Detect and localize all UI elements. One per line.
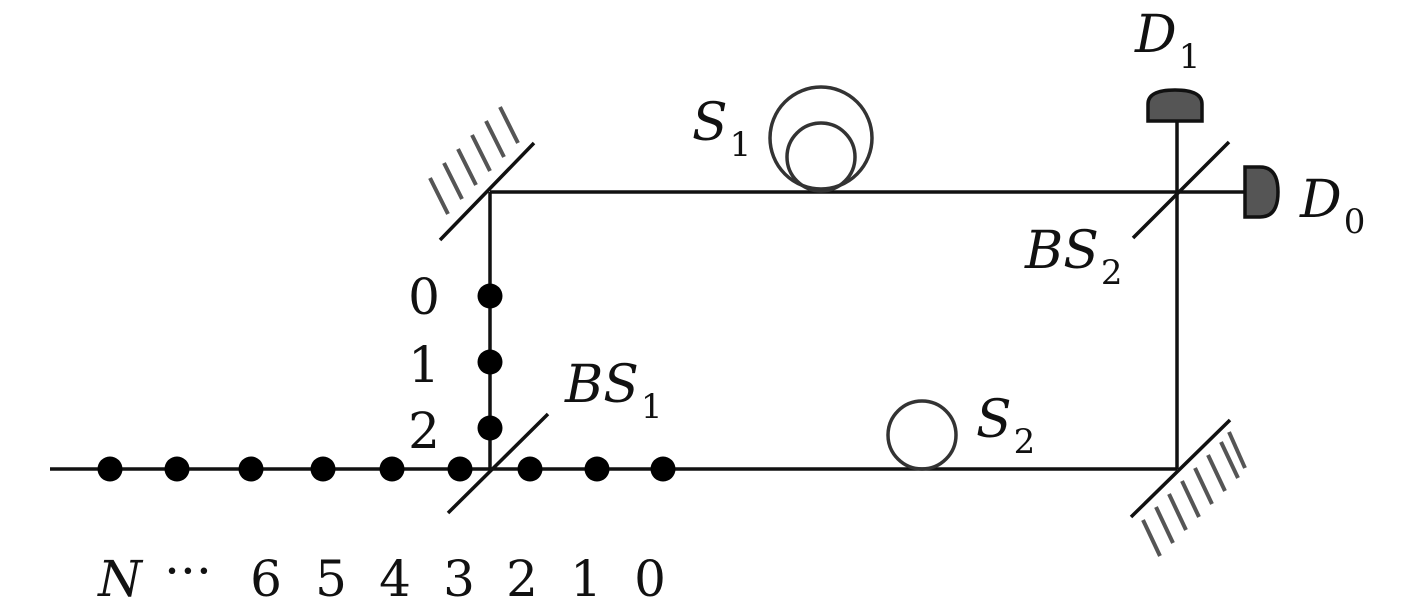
vertical-photon-dots — [477, 283, 503, 441]
bottom-index: 5 — [315, 550, 347, 605]
photon-dot — [447, 456, 473, 482]
top-left-mirror-hatching — [428, 106, 520, 215]
bottom-index: 1 — [570, 550, 602, 605]
bottom-index-ellipsis: ··· — [164, 542, 212, 600]
photon-dot — [238, 456, 264, 482]
fiber-loop-s2 — [886, 399, 958, 471]
vertical-index: 1 — [408, 336, 440, 394]
photon-dot — [477, 283, 503, 309]
label-bs1: BS1 — [564, 355, 662, 427]
vertical-index: 0 — [408, 268, 440, 326]
bottom-index: 4 — [379, 550, 411, 605]
photon-dot — [517, 456, 543, 482]
bottom-index: 0 — [634, 550, 666, 605]
s1-outer-loop — [768, 85, 874, 191]
detector-d0-icon — [1243, 165, 1280, 219]
label-s2: S2 — [976, 390, 1035, 462]
label-d0: D0 — [1299, 170, 1365, 242]
beam-splitter-1 — [446, 412, 550, 515]
bottom-index-labels: N ··· 6 5 4 3 2 1 0 — [97, 542, 666, 605]
top-left-mirror — [428, 106, 536, 242]
bottom-index: 2 — [506, 550, 538, 605]
vertical-index: 2 — [408, 402, 440, 460]
fiber-loop-s1 — [768, 85, 874, 193]
photon-dot — [164, 456, 190, 482]
label-bs2: BS2 — [1024, 221, 1122, 293]
photon-dot — [650, 456, 676, 482]
bottom-right-mirror — [1129, 418, 1247, 557]
label-s1: S1 — [692, 93, 751, 165]
bottom-right-mirror-surface — [1129, 418, 1232, 519]
horizontal-photon-dots — [97, 456, 676, 482]
vertical-index-labels: 0 1 2 — [408, 268, 440, 460]
beam-splitter-2 — [1131, 140, 1231, 240]
photon-dot — [477, 349, 503, 375]
top-left-mirror-surface — [438, 141, 536, 242]
bottom-index: 6 — [250, 550, 282, 605]
label-d1: D1 — [1134, 5, 1200, 77]
detector-d1-icon — [1146, 88, 1204, 123]
s1-inner-loop — [785, 121, 857, 193]
photon-dot — [97, 456, 123, 482]
bottom-index: 3 — [443, 550, 475, 605]
photon-dot — [310, 456, 336, 482]
photon-dot — [584, 456, 610, 482]
photon-dot — [379, 456, 405, 482]
photon-dot — [477, 415, 503, 441]
bottom-index-n: N — [97, 550, 144, 605]
bottom-right-mirror-hatching — [1141, 431, 1247, 557]
